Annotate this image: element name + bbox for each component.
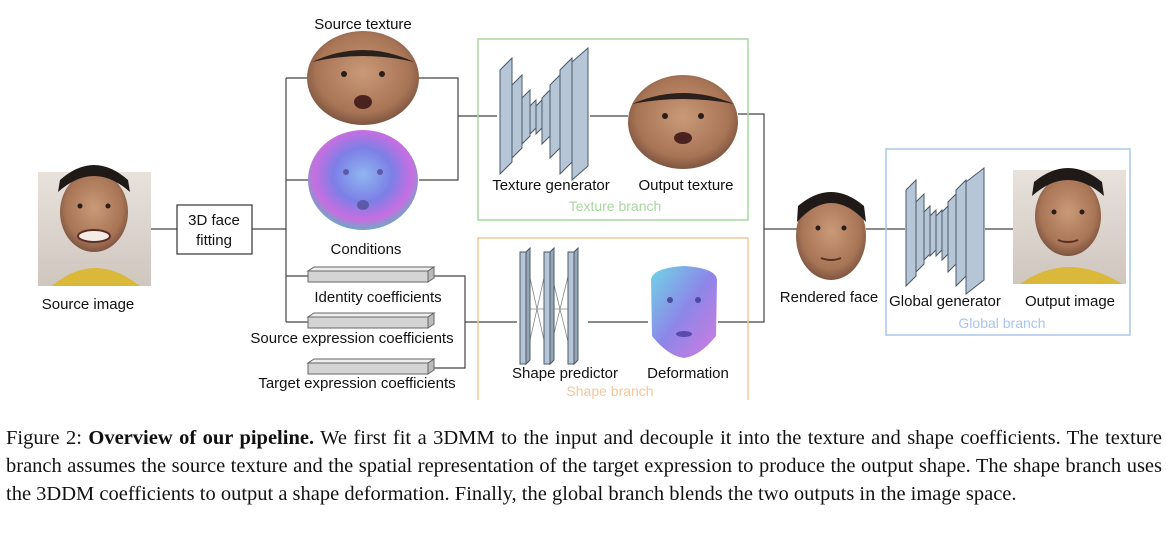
texture-branch-label: Texture branch bbox=[569, 198, 662, 214]
texture-branch-box bbox=[477, 38, 749, 221]
global-branch-box bbox=[885, 148, 1131, 336]
source-texture-label: Source texture bbox=[314, 16, 412, 33]
texture-generator-label: Texture generator bbox=[492, 177, 610, 194]
conditions-normal-map bbox=[308, 130, 418, 230]
target-expression-coefficients-bar bbox=[306, 358, 436, 375]
rendered-face-image bbox=[796, 192, 866, 280]
global-branch-label: Global branch bbox=[958, 315, 1045, 331]
pipeline-diagram: Source image 3D face fitting Source text… bbox=[38, 16, 1131, 400]
shape-predictor-label: Shape predictor bbox=[512, 365, 618, 382]
conditions-label: Conditions bbox=[331, 241, 402, 258]
source-expression-coefficients-label: Source expression coefficients bbox=[250, 330, 453, 347]
fitting-label-line1: 3D face bbox=[188, 212, 240, 229]
identity-coefficients-bar bbox=[306, 266, 436, 283]
source-texture-image bbox=[307, 31, 419, 125]
output-image-label: Output image bbox=[1025, 293, 1115, 310]
texture-generator-network bbox=[499, 46, 589, 182]
fitting-box bbox=[176, 204, 253, 255]
source-image-label: Source image bbox=[42, 296, 135, 313]
global-generator-label: Global generator bbox=[889, 293, 1001, 310]
source-image bbox=[38, 165, 151, 286]
connector-lines bbox=[151, 77, 1013, 369]
caption-body: We first fit a 3DMM to the input and dec… bbox=[6, 427, 1163, 505]
rendered-face-label: Rendered face bbox=[780, 289, 878, 306]
target-expression-coefficients-label: Target expression coefficients bbox=[258, 375, 455, 392]
source-expression-coefficients-bar bbox=[306, 312, 436, 329]
global-generator-network bbox=[905, 166, 985, 296]
shape-predictor-network bbox=[519, 246, 579, 366]
caption-title: Overview of our pipeline. bbox=[88, 427, 315, 449]
identity-coefficients-label: Identity coefficients bbox=[314, 289, 441, 306]
deformation-image bbox=[651, 266, 717, 358]
output-image bbox=[1013, 168, 1126, 284]
shape-branch-box bbox=[477, 237, 749, 400]
output-texture-label: Output texture bbox=[638, 177, 733, 194]
output-texture-image bbox=[628, 75, 738, 169]
caption-prefix: Figure 2: bbox=[6, 427, 82, 449]
figure-caption: Figure 2: Overview of our pipeline. We f… bbox=[6, 424, 1162, 508]
deformation-label: Deformation bbox=[647, 365, 729, 382]
fitting-label-line2: fitting bbox=[196, 232, 232, 249]
shape-branch-label: Shape branch bbox=[566, 383, 653, 399]
